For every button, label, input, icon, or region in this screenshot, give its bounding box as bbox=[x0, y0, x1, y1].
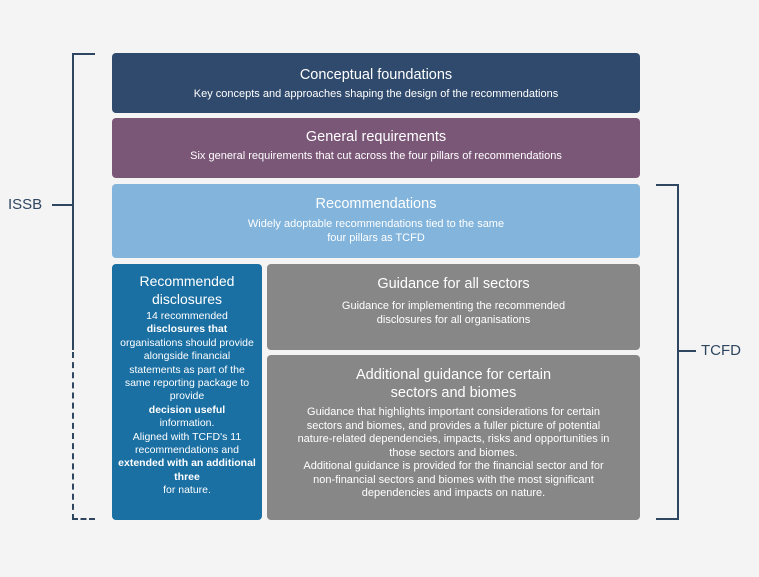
recommendations-subtitle-2: four pillars as TCFD bbox=[327, 232, 425, 244]
recommendations-subtitle-1: Widely adoptable recommendations tied to… bbox=[247, 218, 505, 230]
general-subtitle: Six general requirements that cut across… bbox=[190, 150, 562, 162]
recommendations-box: Recommendations Widely adoptable recomme… bbox=[112, 184, 640, 258]
guidance-all-subtitle-2: disclosures for all organisations bbox=[376, 314, 531, 326]
additional-body-2: Additional guidance is provided for the … bbox=[303, 460, 604, 499]
recommended-disclosures-box: Recommended disclosures 14 recommended d… bbox=[112, 264, 262, 520]
additional-title-2: sectors and biomes bbox=[390, 385, 517, 401]
additional-title-1: Additional guidance for certain bbox=[355, 367, 552, 383]
guidance-all-subtitle-1: Guidance for implementing the recommende… bbox=[341, 300, 566, 312]
general-title: General requirements bbox=[305, 129, 447, 145]
additional-body-1: Guidance that highlights important consi… bbox=[297, 406, 610, 459]
additional-guidance-box: Additional guidance for certain sectors … bbox=[267, 355, 640, 520]
issb-label: ISSB bbox=[8, 196, 43, 213]
general-requirements-box: General requirements Six general require… bbox=[112, 118, 640, 178]
conceptual-subtitle: Key concepts and approaches shaping the … bbox=[193, 88, 559, 100]
tcfd-label: TCFD bbox=[701, 342, 741, 359]
conceptual-foundations-box: Conceptual foundations Key concepts and … bbox=[112, 53, 640, 113]
conceptual-title: Conceptual foundations bbox=[299, 67, 453, 83]
recommendations-title: Recommendations bbox=[315, 196, 437, 212]
guidance-all-sectors-box: Guidance for all sectors Guidance for im… bbox=[267, 264, 640, 350]
disclosures-title: Recommended disclosures bbox=[139, 273, 235, 307]
guidance-all-title: Guidance for all sectors bbox=[377, 276, 530, 292]
disclosures-text: 14 recommended disclosures that organisa… bbox=[118, 310, 256, 497]
